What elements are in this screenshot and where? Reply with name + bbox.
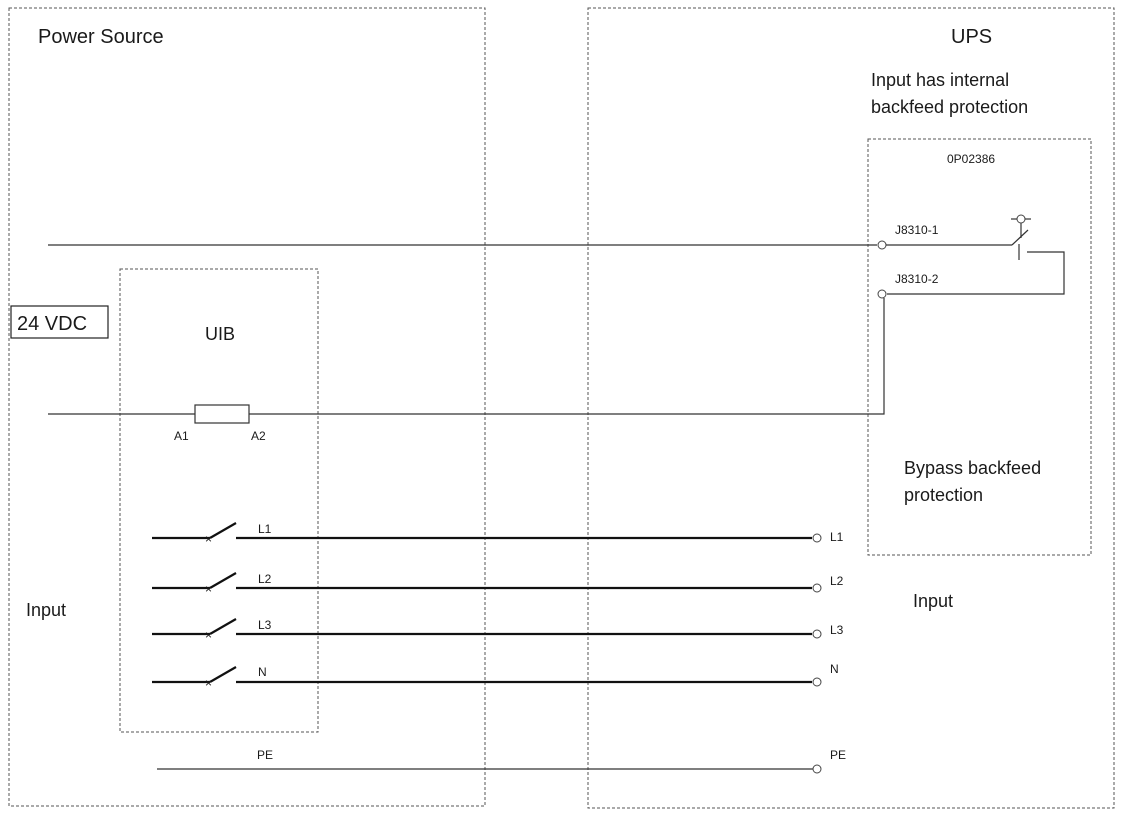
- phase-label-uib: L1: [258, 522, 272, 536]
- ups-box: [587, 7, 1115, 809]
- terminal-n: [812, 677, 822, 687]
- phase-label-uib: L3: [258, 618, 272, 632]
- phase-l3: × L3 L3: [152, 618, 844, 642]
- phase-n: × N N: [152, 662, 839, 690]
- pin1-label: J8310-1: [895, 223, 939, 237]
- phase-label-ups: L3: [830, 623, 844, 637]
- phase-label-uib: N: [258, 665, 267, 679]
- voltage-label-box: [10, 305, 109, 339]
- return-loop: [887, 251, 1065, 295]
- switch-cross-icon: ×: [205, 582, 212, 596]
- voltage-label: 24 VDC: [17, 313, 87, 335]
- terminal-l3: [812, 629, 822, 639]
- pe-label-right: PE: [830, 748, 846, 762]
- switch-cross-icon: ×: [205, 628, 212, 642]
- board-part-number: 0P02386: [947, 152, 995, 166]
- power-source-box: [8, 7, 486, 807]
- ups-note-line2: backfeed protection: [871, 97, 1028, 117]
- switch-cross-icon: ×: [205, 532, 212, 546]
- ups-note-line1: Input has internal: [871, 70, 1009, 90]
- terminal-l1: [812, 533, 822, 543]
- contact-blade: [1011, 229, 1029, 246]
- contact-actuator-icon: [1016, 214, 1026, 224]
- power-source-input-label: Input: [26, 600, 66, 620]
- terminal-a2-label: A2: [251, 429, 266, 443]
- terminal-j8310-2: [877, 289, 887, 299]
- phase-l1: × L1 L1: [152, 522, 844, 546]
- board-caption-line2: protection: [904, 485, 983, 505]
- phase-l2: × L2 L2: [152, 572, 844, 596]
- board-box: [867, 138, 1092, 556]
- uib-box: [119, 268, 319, 733]
- switch-cross-icon: ×: [205, 676, 212, 690]
- control-wire-bottom-right: [249, 298, 885, 415]
- terminal-a1-label: A1: [174, 429, 189, 443]
- phase-label-uib: L2: [258, 572, 272, 586]
- terminal-pe: [812, 764, 822, 774]
- terminal-l2: [812, 583, 822, 593]
- ups-input-label: Input: [913, 591, 953, 611]
- pe-label-left: PE: [257, 748, 273, 762]
- phase-label-ups: L2: [830, 574, 844, 588]
- terminal-j8310-1: [877, 240, 887, 250]
- board-caption-line1: Bypass backfeed: [904, 458, 1041, 478]
- phase-label-ups: L1: [830, 530, 844, 544]
- power-source-title: Power Source: [38, 26, 164, 48]
- uib-title: UIB: [205, 324, 235, 344]
- pin2-label: J8310-2: [895, 272, 939, 286]
- ups-title: UPS: [951, 26, 992, 48]
- fuse-icon: [194, 404, 250, 424]
- phase-label-ups: N: [830, 662, 839, 676]
